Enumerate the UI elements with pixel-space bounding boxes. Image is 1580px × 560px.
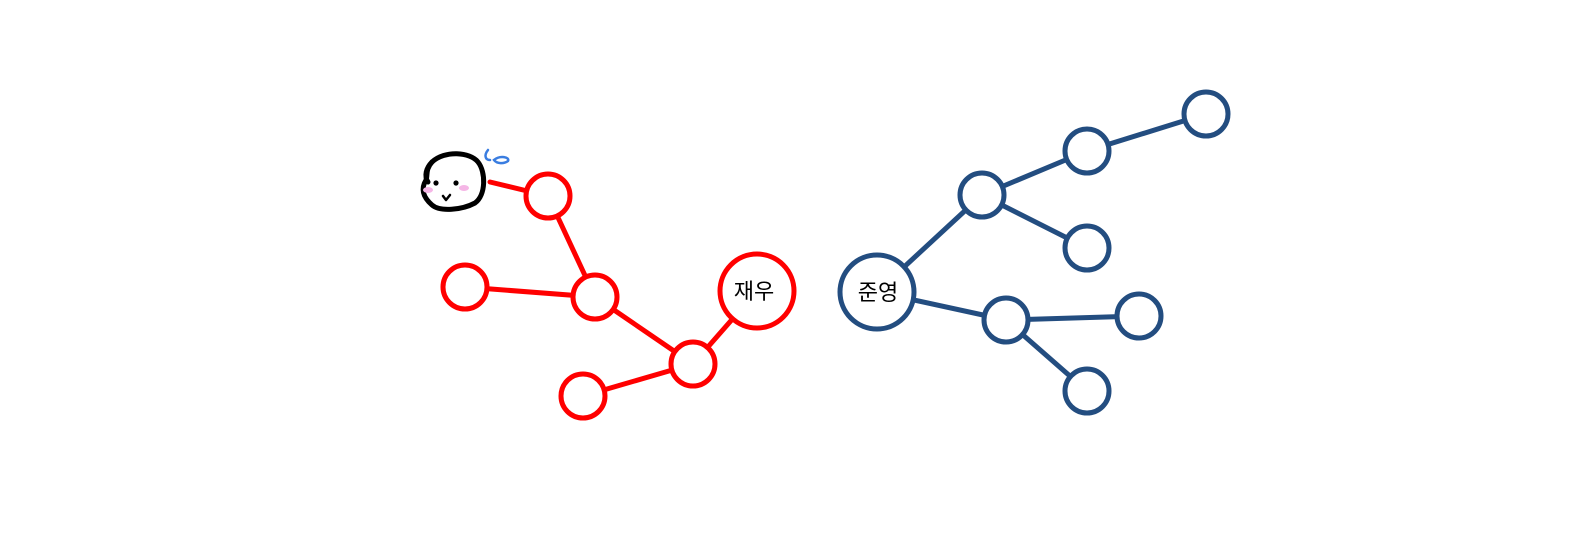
left-node-b bbox=[570, 272, 620, 322]
right-node-a bbox=[957, 170, 1007, 220]
left-node-c bbox=[558, 371, 608, 421]
left-node-a bbox=[668, 339, 718, 389]
right-node-b bbox=[981, 295, 1031, 345]
right-node-g bbox=[1062, 366, 1112, 416]
sweat-drop-icon bbox=[484, 148, 510, 165]
right-node-c bbox=[1062, 126, 1112, 176]
right-node-e bbox=[1181, 89, 1231, 139]
right-root-label: 준영 bbox=[858, 281, 898, 306]
left-node-d bbox=[440, 262, 490, 312]
left-node-e bbox=[523, 171, 573, 221]
right-tree bbox=[837, 89, 1231, 416]
left-tree bbox=[440, 171, 797, 421]
right-node-f bbox=[1114, 291, 1164, 341]
left-root-label: 재우 bbox=[734, 280, 774, 305]
right-node-root bbox=[837, 252, 917, 332]
worried-face-icon bbox=[420, 151, 487, 212]
right-node-d bbox=[1062, 223, 1112, 273]
left-node-root bbox=[717, 251, 797, 331]
